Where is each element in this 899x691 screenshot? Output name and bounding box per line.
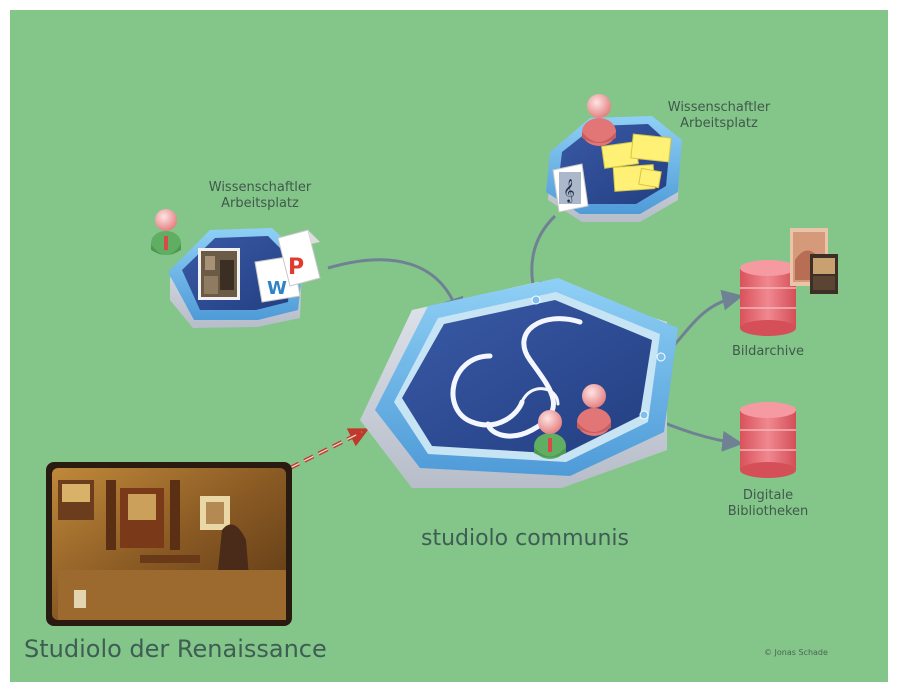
- cs-logo: [450, 316, 583, 439]
- top-workstation-label-line1: Wissenschaftler: [667, 100, 771, 115]
- person-icon-hub-green: [534, 410, 566, 459]
- person-icon-left: [151, 209, 181, 255]
- painting-thumbnail-bildarchive-2: [810, 254, 838, 294]
- database-icon-bildarchive: [740, 260, 796, 336]
- hub-label: studiolo communis: [420, 526, 629, 551]
- svg-text:P: P: [288, 255, 304, 280]
- bibliotheken-label: Digitale Bibliotheken: [710, 488, 826, 521]
- left-workstation-label-line2: Arbeitsplatz: [221, 196, 299, 212]
- svg-text:𝄞: 𝄞: [563, 178, 575, 203]
- person-icon-hub-red: [577, 384, 611, 436]
- bibliotheken-label-line2: Bibliotheken: [727, 504, 809, 520]
- bibliotheken-label-line1: Digitale: [742, 488, 794, 503]
- arrow-left-workstation-to-hub: [327, 258, 464, 319]
- top-workstation-label-line2: Arbeitsplatz: [680, 116, 758, 132]
- renaissance-painting: [46, 462, 292, 626]
- diagram-canvas: W P 𝄞: [10, 10, 888, 682]
- document-icon-p: P: [277, 229, 321, 287]
- renaissance-label: Studiolo der Renaissance: [24, 635, 327, 663]
- top-workstation-label: Wissenschaftler Arbeitsplatz: [654, 100, 784, 133]
- copyright-note: © Jonas Schade: [764, 648, 828, 657]
- diagram-graphics: W P 𝄞: [46, 94, 838, 626]
- person-icon-top: [582, 94, 616, 146]
- left-workstation-label-line1: Wissenschaftler: [208, 180, 312, 195]
- music-note-icon: 𝄞: [552, 163, 589, 213]
- svg-text:W: W: [267, 278, 287, 299]
- painting-thumbnail-left: [198, 248, 240, 300]
- hub-hexagon: [360, 278, 678, 488]
- left-workstation-label: Wissenschaftler Arbeitsplatz: [190, 180, 330, 213]
- database-icon-bibliotheken: [740, 402, 796, 478]
- bildarchive-label: Bildarchive: [731, 344, 805, 359]
- note-icon-group: [601, 133, 672, 192]
